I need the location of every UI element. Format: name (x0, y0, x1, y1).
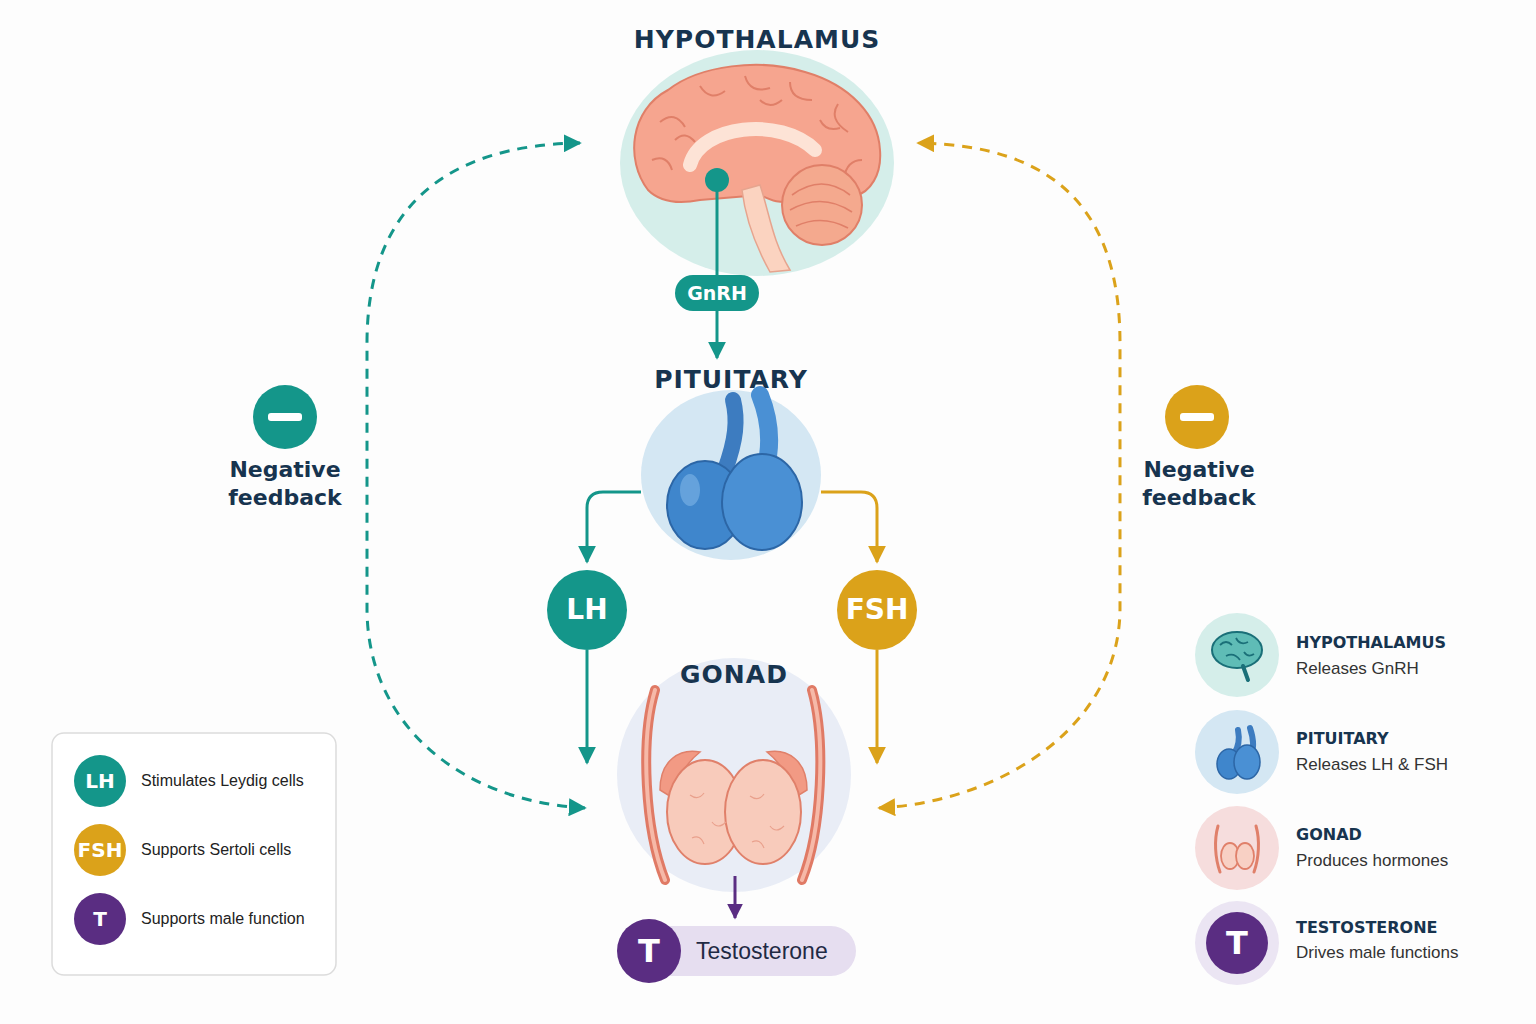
cerebellum (782, 165, 862, 245)
spermatic-cord (646, 690, 665, 880)
pituitary-node: PITUITARY (641, 364, 821, 560)
node-circle (617, 658, 851, 892)
connector-arrow (734, 876, 737, 918)
connector-arrow (587, 492, 641, 562)
legend-text: Supports male function (141, 907, 305, 931)
minus-sign (268, 413, 302, 421)
epididymis (767, 751, 807, 800)
connector-arrow (586, 650, 589, 763)
icon-circle (1195, 613, 1279, 697)
pituitary-lobe (722, 454, 802, 550)
testis (667, 760, 743, 864)
corpus-callosum (690, 129, 815, 165)
hypothalamus-node: HYPOTHALAMUS (620, 24, 894, 276)
hypothalamus-dot (705, 168, 729, 192)
key-description: Drives male functions (1296, 943, 1459, 963)
pituitary-stalk (760, 395, 769, 470)
node-heading: GONAD (547, 660, 921, 690)
pituitary-icon (1234, 745, 1260, 779)
hormone-pill: TTestosterone (618, 926, 856, 976)
node-circle (620, 50, 894, 276)
gonad-node: GONAD (617, 658, 851, 892)
brainstem (742, 185, 790, 272)
key-description: Releases LH & FSH (1296, 755, 1448, 775)
brain-gyri (652, 76, 862, 178)
pituitary-highlight (680, 474, 700, 506)
spermatic-cord (802, 690, 820, 880)
icon-circle (1195, 710, 1279, 794)
key-description: Releases GnRH (1296, 659, 1419, 679)
legend-box (52, 733, 336, 975)
epididymis (660, 751, 700, 800)
key-badge-text: T (1206, 912, 1268, 974)
icon-circle (1195, 901, 1279, 985)
legend-badge-text: T (74, 893, 126, 945)
hormone-badge: T (617, 919, 681, 983)
spermatic-cord-inner (646, 690, 665, 880)
hormone-circle: FSH (837, 570, 917, 650)
legend-badge-text: FSH (74, 824, 126, 876)
hormone-name: Testosterone (696, 926, 828, 976)
node-heading: HYPOTHALAMUS (550, 24, 964, 56)
key-heading: HYPOTHALAMUS (1296, 633, 1446, 652)
connector-arrow (821, 492, 877, 562)
gonad-icon-cords (1216, 826, 1259, 872)
testis (725, 760, 801, 864)
feedback-arrow (879, 143, 1120, 808)
pituitary-stalk (725, 400, 736, 470)
hypothalamus-stalk (716, 180, 719, 270)
key-description: Produces hormones (1296, 851, 1448, 871)
connector-arrow (716, 270, 719, 275)
key-heading: TESTOSTERONE (1296, 918, 1438, 937)
minus-badge (253, 385, 317, 449)
brain-icon (1212, 632, 1262, 668)
key-heading: PITUITARY (1296, 729, 1389, 748)
legend-text: Stimulates Leydig cells (141, 769, 304, 793)
node-circle (641, 390, 821, 560)
gonad-icon (1236, 843, 1254, 869)
hormone-pill: GnRH (675, 275, 759, 311)
minus-badge (1165, 385, 1229, 449)
pituitary-lobe (667, 461, 743, 549)
node-heading: PITUITARY (571, 364, 891, 396)
feedback-label: Negative feedback (225, 456, 345, 512)
hormone-name: LH (547, 570, 627, 650)
connector-arrow (716, 311, 719, 358)
hormone-circle: LH (547, 570, 627, 650)
minus-sign (1180, 413, 1214, 421)
legend-badge-text: LH (74, 755, 126, 807)
hormone-name: GnRH (675, 275, 759, 311)
cerebellum-folds (790, 184, 852, 228)
key-heading: GONAD (1296, 825, 1362, 844)
connector-arrow (876, 650, 879, 763)
brain-icon-stem (1243, 666, 1248, 680)
spermatic-cord-inner (802, 690, 820, 880)
feedback-label: Negative feedback (1139, 456, 1259, 512)
icon-circle (1195, 806, 1279, 890)
hormone-name: FSH (837, 570, 917, 650)
feedback-arrow (367, 143, 585, 808)
brain-cerebrum (634, 65, 880, 202)
legend-text: Supports Sertoli cells (141, 838, 291, 862)
brain-icon-lines (1220, 638, 1254, 660)
testis-texture (690, 793, 784, 848)
